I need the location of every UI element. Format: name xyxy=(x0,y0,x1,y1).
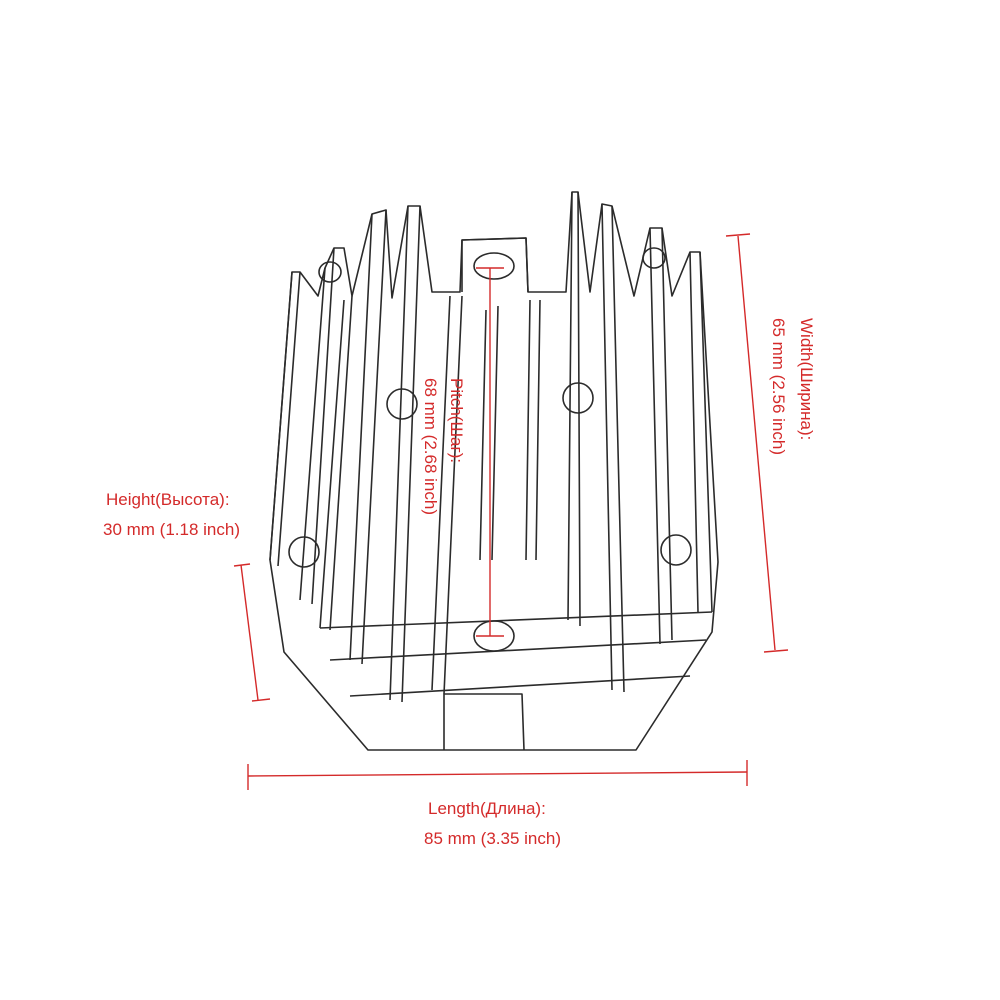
base-ridge-2 xyxy=(329,639,707,661)
fin-5 xyxy=(389,205,421,703)
base-ridge-1 xyxy=(319,611,713,629)
fin-9 xyxy=(567,191,581,627)
rivet-2 xyxy=(642,247,666,269)
height-dimension-line xyxy=(233,563,271,702)
fin-7 xyxy=(479,305,499,561)
length-value: 85 mm (3.35 inch) xyxy=(424,829,561,848)
width-title: Width(Ширина): xyxy=(797,318,816,441)
fin-11 xyxy=(649,227,673,645)
mounting-tab xyxy=(461,237,529,293)
rivet-3 xyxy=(386,388,418,420)
pitch-dimension-line xyxy=(476,267,504,637)
rivet-5 xyxy=(288,536,320,568)
length-dimension-line xyxy=(247,760,748,790)
rivet-4 xyxy=(562,382,594,414)
rivet-1 xyxy=(318,261,342,283)
height-title: Height(Высота): xyxy=(106,490,230,509)
width-value: 65 mm (2.56 inch) xyxy=(769,318,788,455)
fin-2 xyxy=(299,247,335,605)
length-title: Length(Длина): xyxy=(428,799,546,818)
height-value: 30 mm (1.18 inch) xyxy=(103,520,240,539)
pitch-value: 68 mm (2.68 inch) xyxy=(421,378,440,515)
base-ridge-3 xyxy=(349,675,691,697)
fin-8 xyxy=(525,299,541,561)
rivet-6 xyxy=(660,534,692,566)
fin-3 xyxy=(319,295,353,631)
fin-12 xyxy=(689,251,713,613)
fin-6 xyxy=(431,295,463,695)
fin-10 xyxy=(601,203,625,693)
fin-1 xyxy=(269,271,301,567)
top-mounting-hole xyxy=(473,252,515,280)
width-dimension-line xyxy=(725,233,789,653)
bottom-mounting-tab xyxy=(443,693,525,751)
fin-4 xyxy=(349,209,387,665)
heatsink-outline xyxy=(269,191,719,751)
pitch-title: Pitch(Шаг): xyxy=(447,378,466,464)
